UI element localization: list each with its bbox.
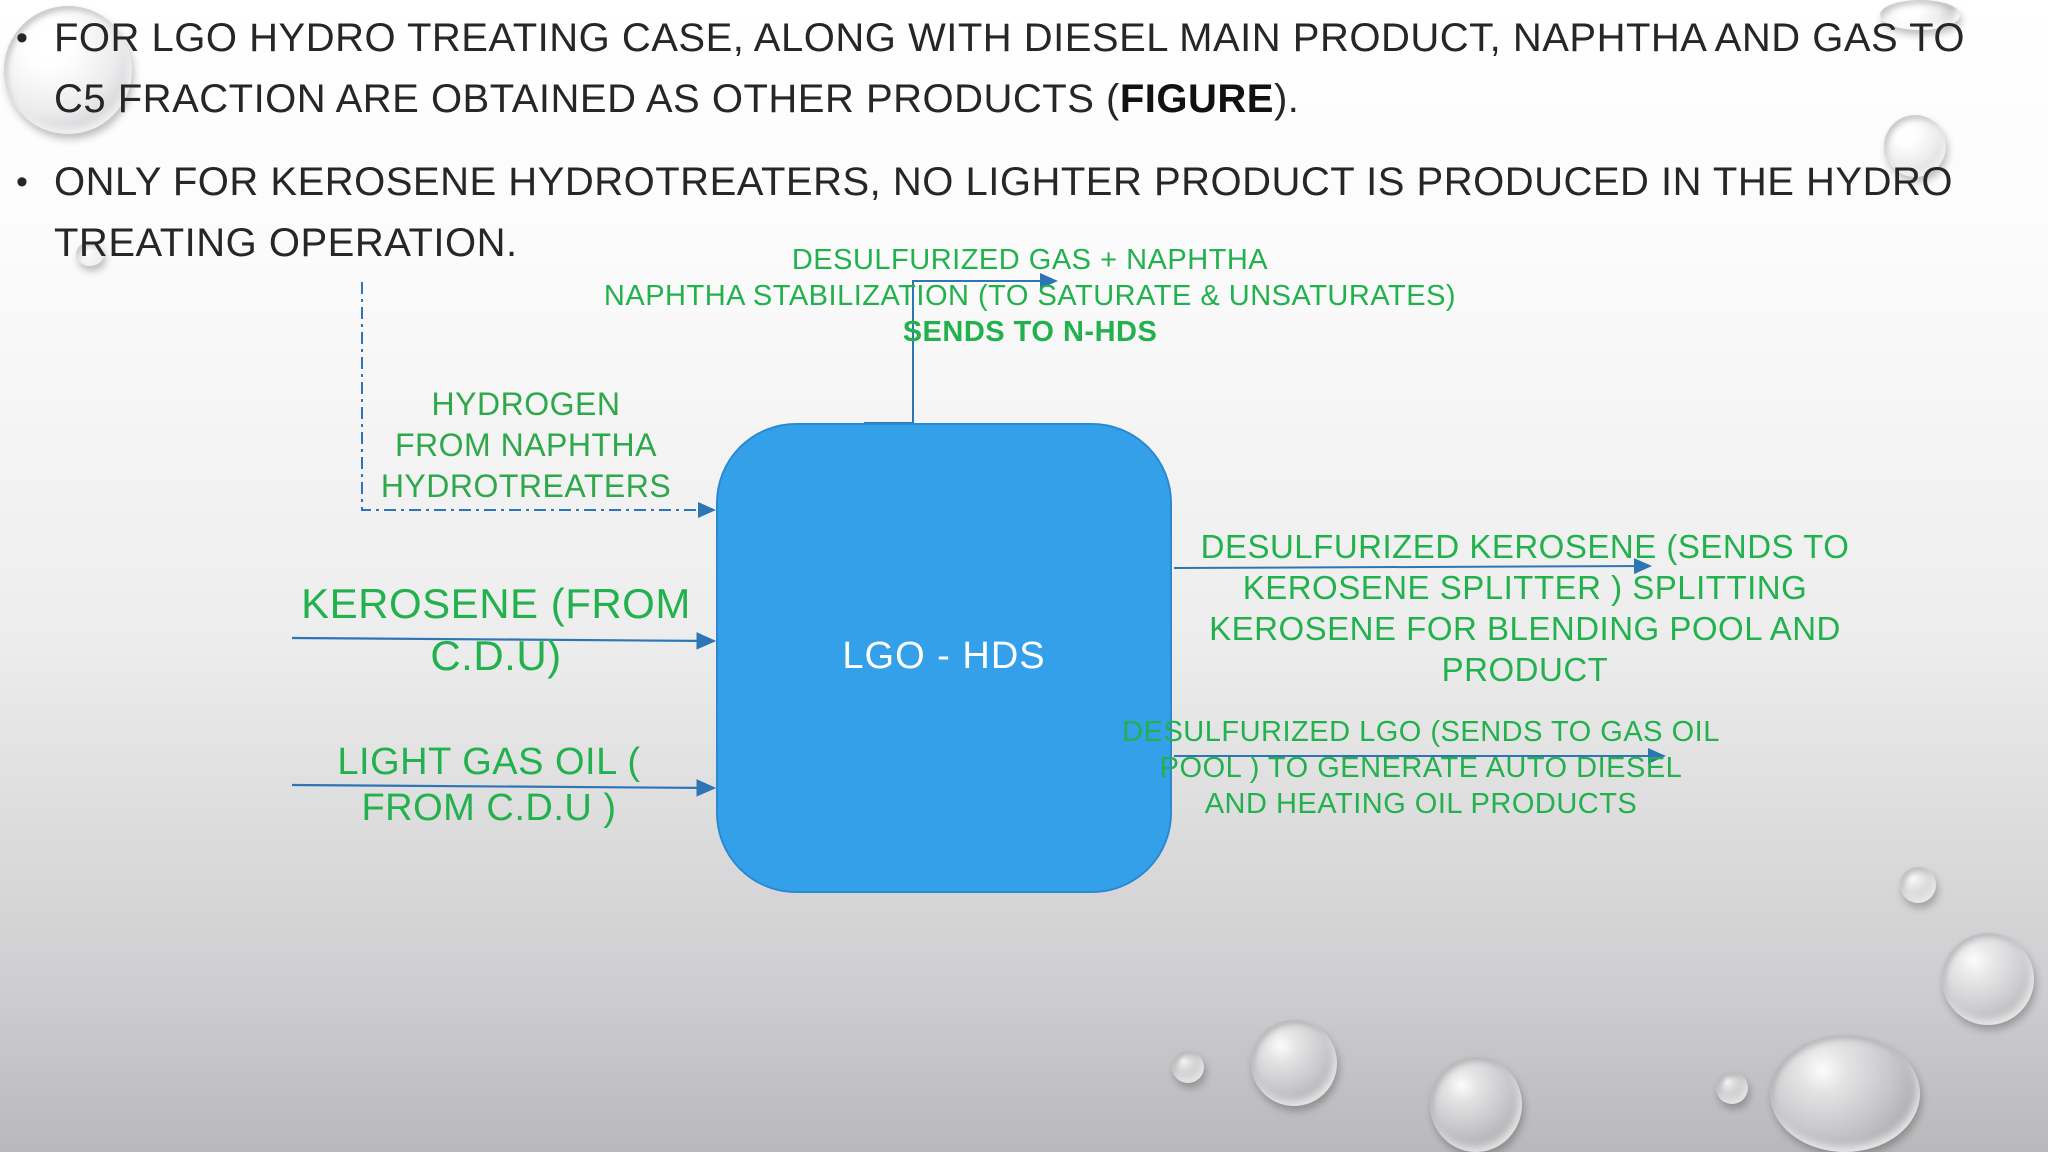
label-line: FROM C.D.U ): [361, 787, 617, 829]
bullet-text-end: ).: [1273, 77, 1300, 121]
water-droplet-decoration: [1430, 1057, 1522, 1152]
bullet-text: ONLY FOR KEROSENE HYDROTREATERS, NO LIGH…: [54, 160, 1953, 265]
lgo-hds-unit-box: LGO - HDS: [716, 423, 1172, 893]
water-droplet-decoration: [1900, 867, 1936, 903]
label-line: SENDS TO N-HDS: [902, 316, 1158, 348]
hydrogen-feed-arrow: [361, 282, 716, 518]
water-droplet-decoration: [1942, 933, 2034, 1025]
water-droplet-decoration: [1884, 115, 1946, 177]
bullet-text: FOR LGO HYDRO TREATING CASE, ALONG WITH …: [54, 16, 1965, 121]
bullet-item: • FOR LGO HYDRO TREATING CASE, ALONG WIT…: [16, 8, 2026, 130]
unit-label: LGO - HDS: [842, 635, 1046, 677]
label-line: KEROSENE FOR BLENDING POOL AND: [1209, 610, 1841, 647]
label-line: KEROSENE (FROM: [301, 580, 691, 627]
label-line: NAPHTHA STABILIZATION (TO SATURATE & UNS…: [603, 280, 1457, 312]
label-line: HYDROTREATERS: [380, 468, 672, 504]
label-line: FROM NAPHTHA: [395, 427, 657, 463]
water-droplet-decoration: [76, 242, 104, 266]
label-line: HYDROGEN: [431, 386, 621, 422]
label-line: C.D.U): [430, 632, 562, 679]
label-line: DESULFURIZED KEROSENE (SENDS TO: [1200, 528, 1850, 565]
label-line: DESULFURIZED LGO (SENDS TO GAS OIL: [1122, 716, 1720, 748]
water-droplet-decoration: [1770, 1035, 1920, 1152]
label-line: DESULFURIZED GAS + NAPHTHA: [791, 244, 1269, 276]
lgo-output-label: DESULFURIZED LGO (SENDS TO GAS OIL POOL …: [1120, 714, 1722, 822]
bullet-list: • FOR LGO HYDRO TREATING CASE, ALONG WIT…: [16, 8, 2026, 296]
kerosene-outlet-arrow: [1173, 558, 1652, 575]
gas-naphtha-output-label: DESULFURIZED GAS + NAPHTHA NAPHTHA STABI…: [600, 242, 1460, 350]
hydrogen-input-label: HYDROGEN FROM NAPHTHA HYDROTREATERS: [370, 384, 682, 507]
light-gas-oil-input-label: LIGHT GAS OIL ( FROM C.D.U ): [300, 739, 678, 831]
label-line: KEROSENE SPLITTER ) SPLITTING: [1242, 569, 1808, 606]
water-droplet-decoration: [1172, 1051, 1204, 1083]
light-gas-oil-feed-arrow: [291, 779, 717, 797]
water-droplet-decoration: [1251, 1020, 1337, 1106]
label-line: PRODUCT: [1441, 651, 1609, 688]
kerosene-input-label: KEROSENE (FROM C.D.U): [300, 578, 692, 682]
bullet-bold-text: FIGURE: [1119, 77, 1274, 121]
label-line: LIGHT GAS OIL (: [337, 741, 641, 783]
bullet-icon: •: [16, 19, 29, 57]
kerosene-feed-arrow: [291, 632, 717, 650]
label-line: POOL ) TO GENERATE AUTO DIESEL: [1159, 752, 1683, 784]
bullet-item: • ONLY FOR KEROSENE HYDROTREATERS, NO LI…: [16, 152, 2026, 274]
water-droplet-decoration: [1716, 1072, 1748, 1104]
label-line: AND HEATING OIL PRODUCTS: [1204, 788, 1638, 820]
kerosene-output-label: DESULFURIZED KEROSENE (SENDS TO KEROSENE…: [1200, 526, 1850, 690]
water-droplet-decoration: [1880, 0, 1960, 30]
bullet-icon: •: [16, 163, 29, 201]
water-droplet-decoration: [4, 6, 132, 134]
